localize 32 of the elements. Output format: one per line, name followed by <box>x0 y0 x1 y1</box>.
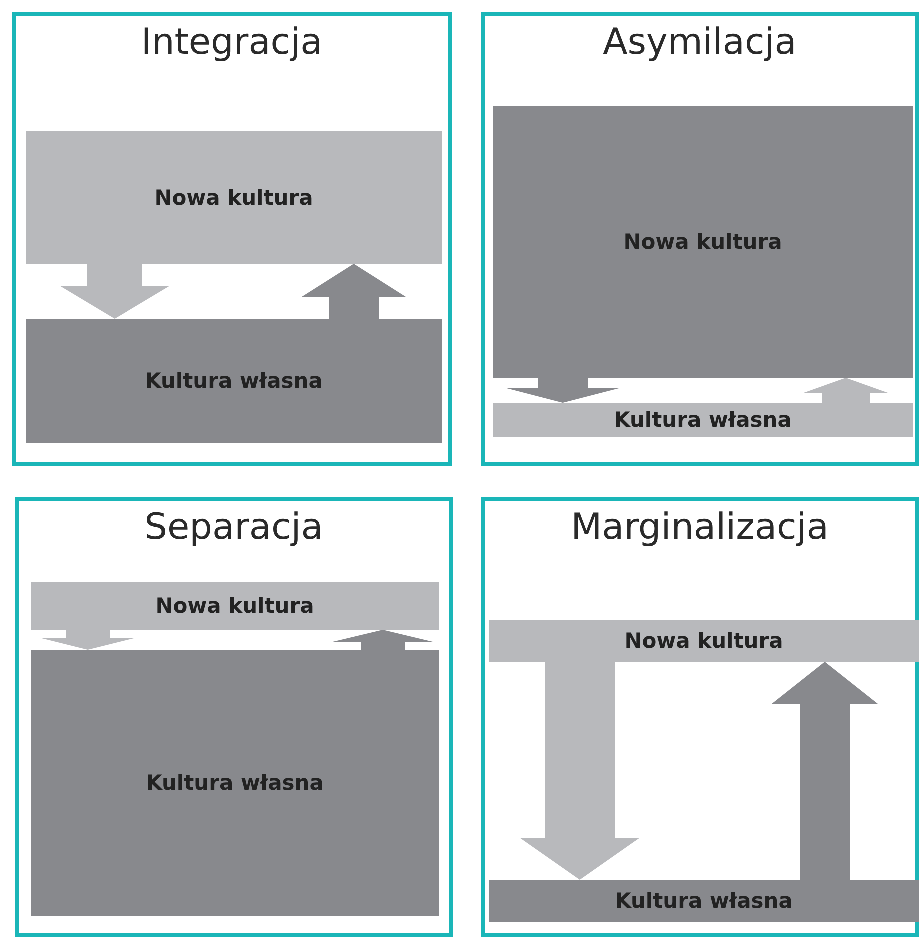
bar-label: Kultura własna <box>145 369 323 393</box>
culture-bar <box>493 403 913 437</box>
culture-bar <box>26 131 442 264</box>
block-arrow <box>772 662 878 880</box>
culture-bar <box>489 880 919 922</box>
block-arrow <box>302 264 406 319</box>
bar-label: Nowa kultura <box>156 594 314 618</box>
block-arrow <box>505 378 621 403</box>
bar-label: Nowa kultura <box>624 230 782 254</box>
panel-frame <box>15 497 453 937</box>
bar-label: Kultura własna <box>614 408 792 432</box>
block-arrow <box>333 630 433 650</box>
culture-bar <box>489 620 919 662</box>
panel-title: Marginalizacja <box>570 507 830 548</box>
bar-label: Kultura własna <box>615 889 793 913</box>
panel-frame <box>481 497 919 937</box>
block-arrow <box>60 264 170 319</box>
culture-bar <box>26 319 442 443</box>
panel-frame <box>481 12 919 466</box>
culture-bar <box>31 582 439 630</box>
culture-bar <box>31 650 439 916</box>
bar-label: Nowa kultura <box>154 186 314 210</box>
panel-title: Integracja <box>140 22 324 63</box>
panel-frame <box>12 12 452 466</box>
panel-title: Asymilacja <box>602 22 798 63</box>
bar-label: Nowa kultura <box>624 629 784 653</box>
block-arrow <box>804 378 888 403</box>
block-arrow <box>520 662 640 880</box>
bar-label: Kultura własna <box>146 771 324 795</box>
culture-bar <box>493 106 913 378</box>
block-arrow <box>40 630 136 650</box>
panel-title: Separacja <box>144 507 324 548</box>
